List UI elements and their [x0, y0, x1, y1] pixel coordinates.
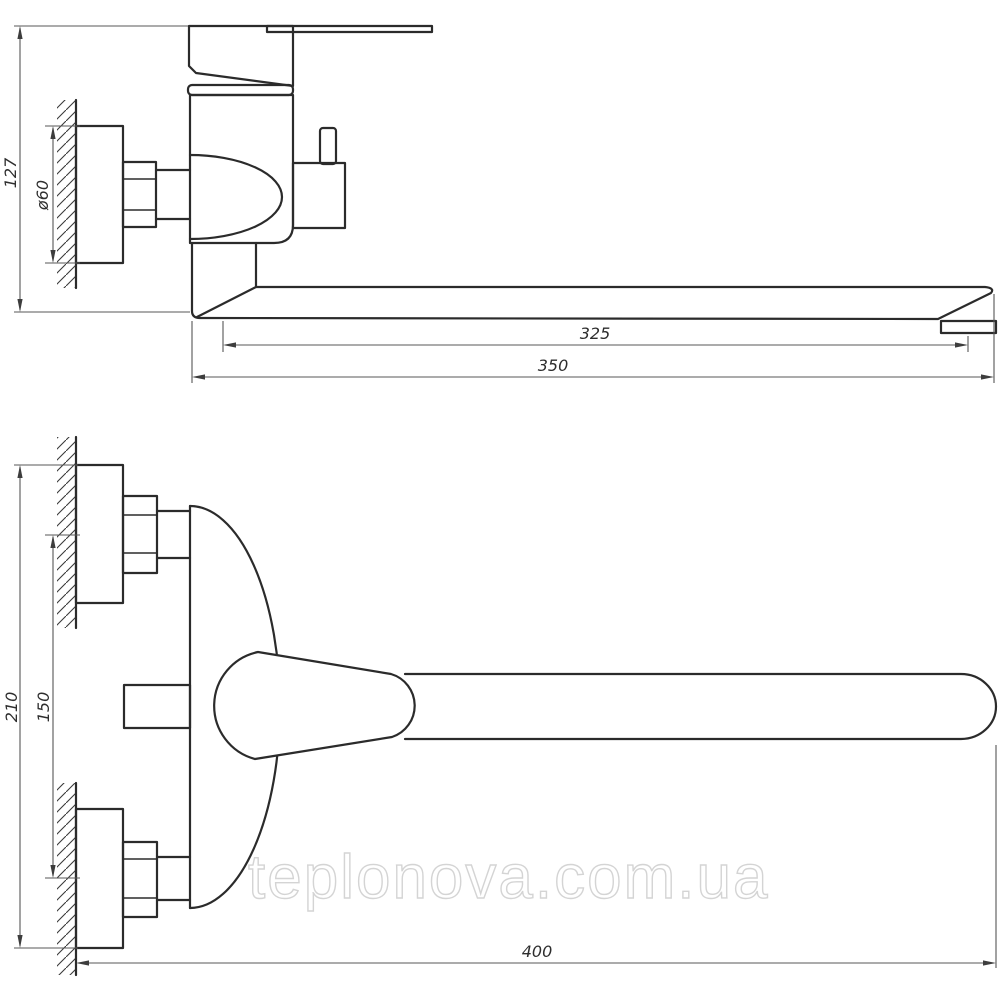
mount-nut-top	[121, 494, 159, 575]
dimension-127: 127	[1, 25, 190, 313]
cartridge-dome-arc	[188, 153, 284, 241]
mount-connector-bottom	[155, 855, 192, 902]
body-side-port	[122, 683, 192, 730]
spout-chamfer-line	[195, 285, 258, 319]
dimension-150: 150	[34, 534, 80, 879]
dim-label-400: 400	[522, 942, 553, 961]
mount-escutcheon-bottom	[74, 807, 125, 950]
spout-side	[190, 241, 998, 335]
faucet-body-side	[186, 83, 295, 245]
wall-section-front-bottom	[57, 781, 78, 977]
dim-label-d60: ø60	[33, 180, 52, 211]
watermark-text: teplonova.com.ua	[247, 842, 770, 912]
body-cap-ring	[186, 83, 295, 97]
dim-label-325: 325	[580, 324, 611, 343]
lever-handle-front	[213, 650, 416, 761]
dimension-d60: ø60	[33, 125, 80, 264]
mount-nut-side	[121, 160, 158, 229]
side-view: 127 ø60 325	[1, 24, 998, 383]
mount-connector-side	[154, 168, 192, 221]
wall-section-front-top	[57, 435, 78, 630]
dimension-210: 210	[2, 464, 78, 949]
front-view: 210 150 400	[2, 435, 998, 977]
lever-blade	[265, 24, 434, 34]
dim-label-127: 127	[1, 157, 20, 188]
mount-nut-bottom	[121, 840, 159, 919]
spout-front	[403, 672, 998, 741]
dimension-400: 400	[76, 745, 997, 968]
dimension-325: 325	[222, 321, 969, 352]
dimension-350: 350	[191, 294, 995, 383]
mount-escutcheon-top	[74, 463, 125, 605]
mount-connector-top	[155, 509, 192, 560]
shower-outlet-side	[291, 161, 347, 230]
dim-label-150: 150	[34, 692, 53, 723]
diverter-knob	[318, 126, 338, 166]
lever-handle-side	[187, 24, 434, 88]
dim-label-210: 210	[2, 692, 21, 723]
wall-section-side	[57, 98, 78, 290]
mount-escutcheon-side	[74, 124, 125, 265]
dim-label-350: 350	[538, 356, 569, 375]
aerator	[939, 319, 998, 335]
